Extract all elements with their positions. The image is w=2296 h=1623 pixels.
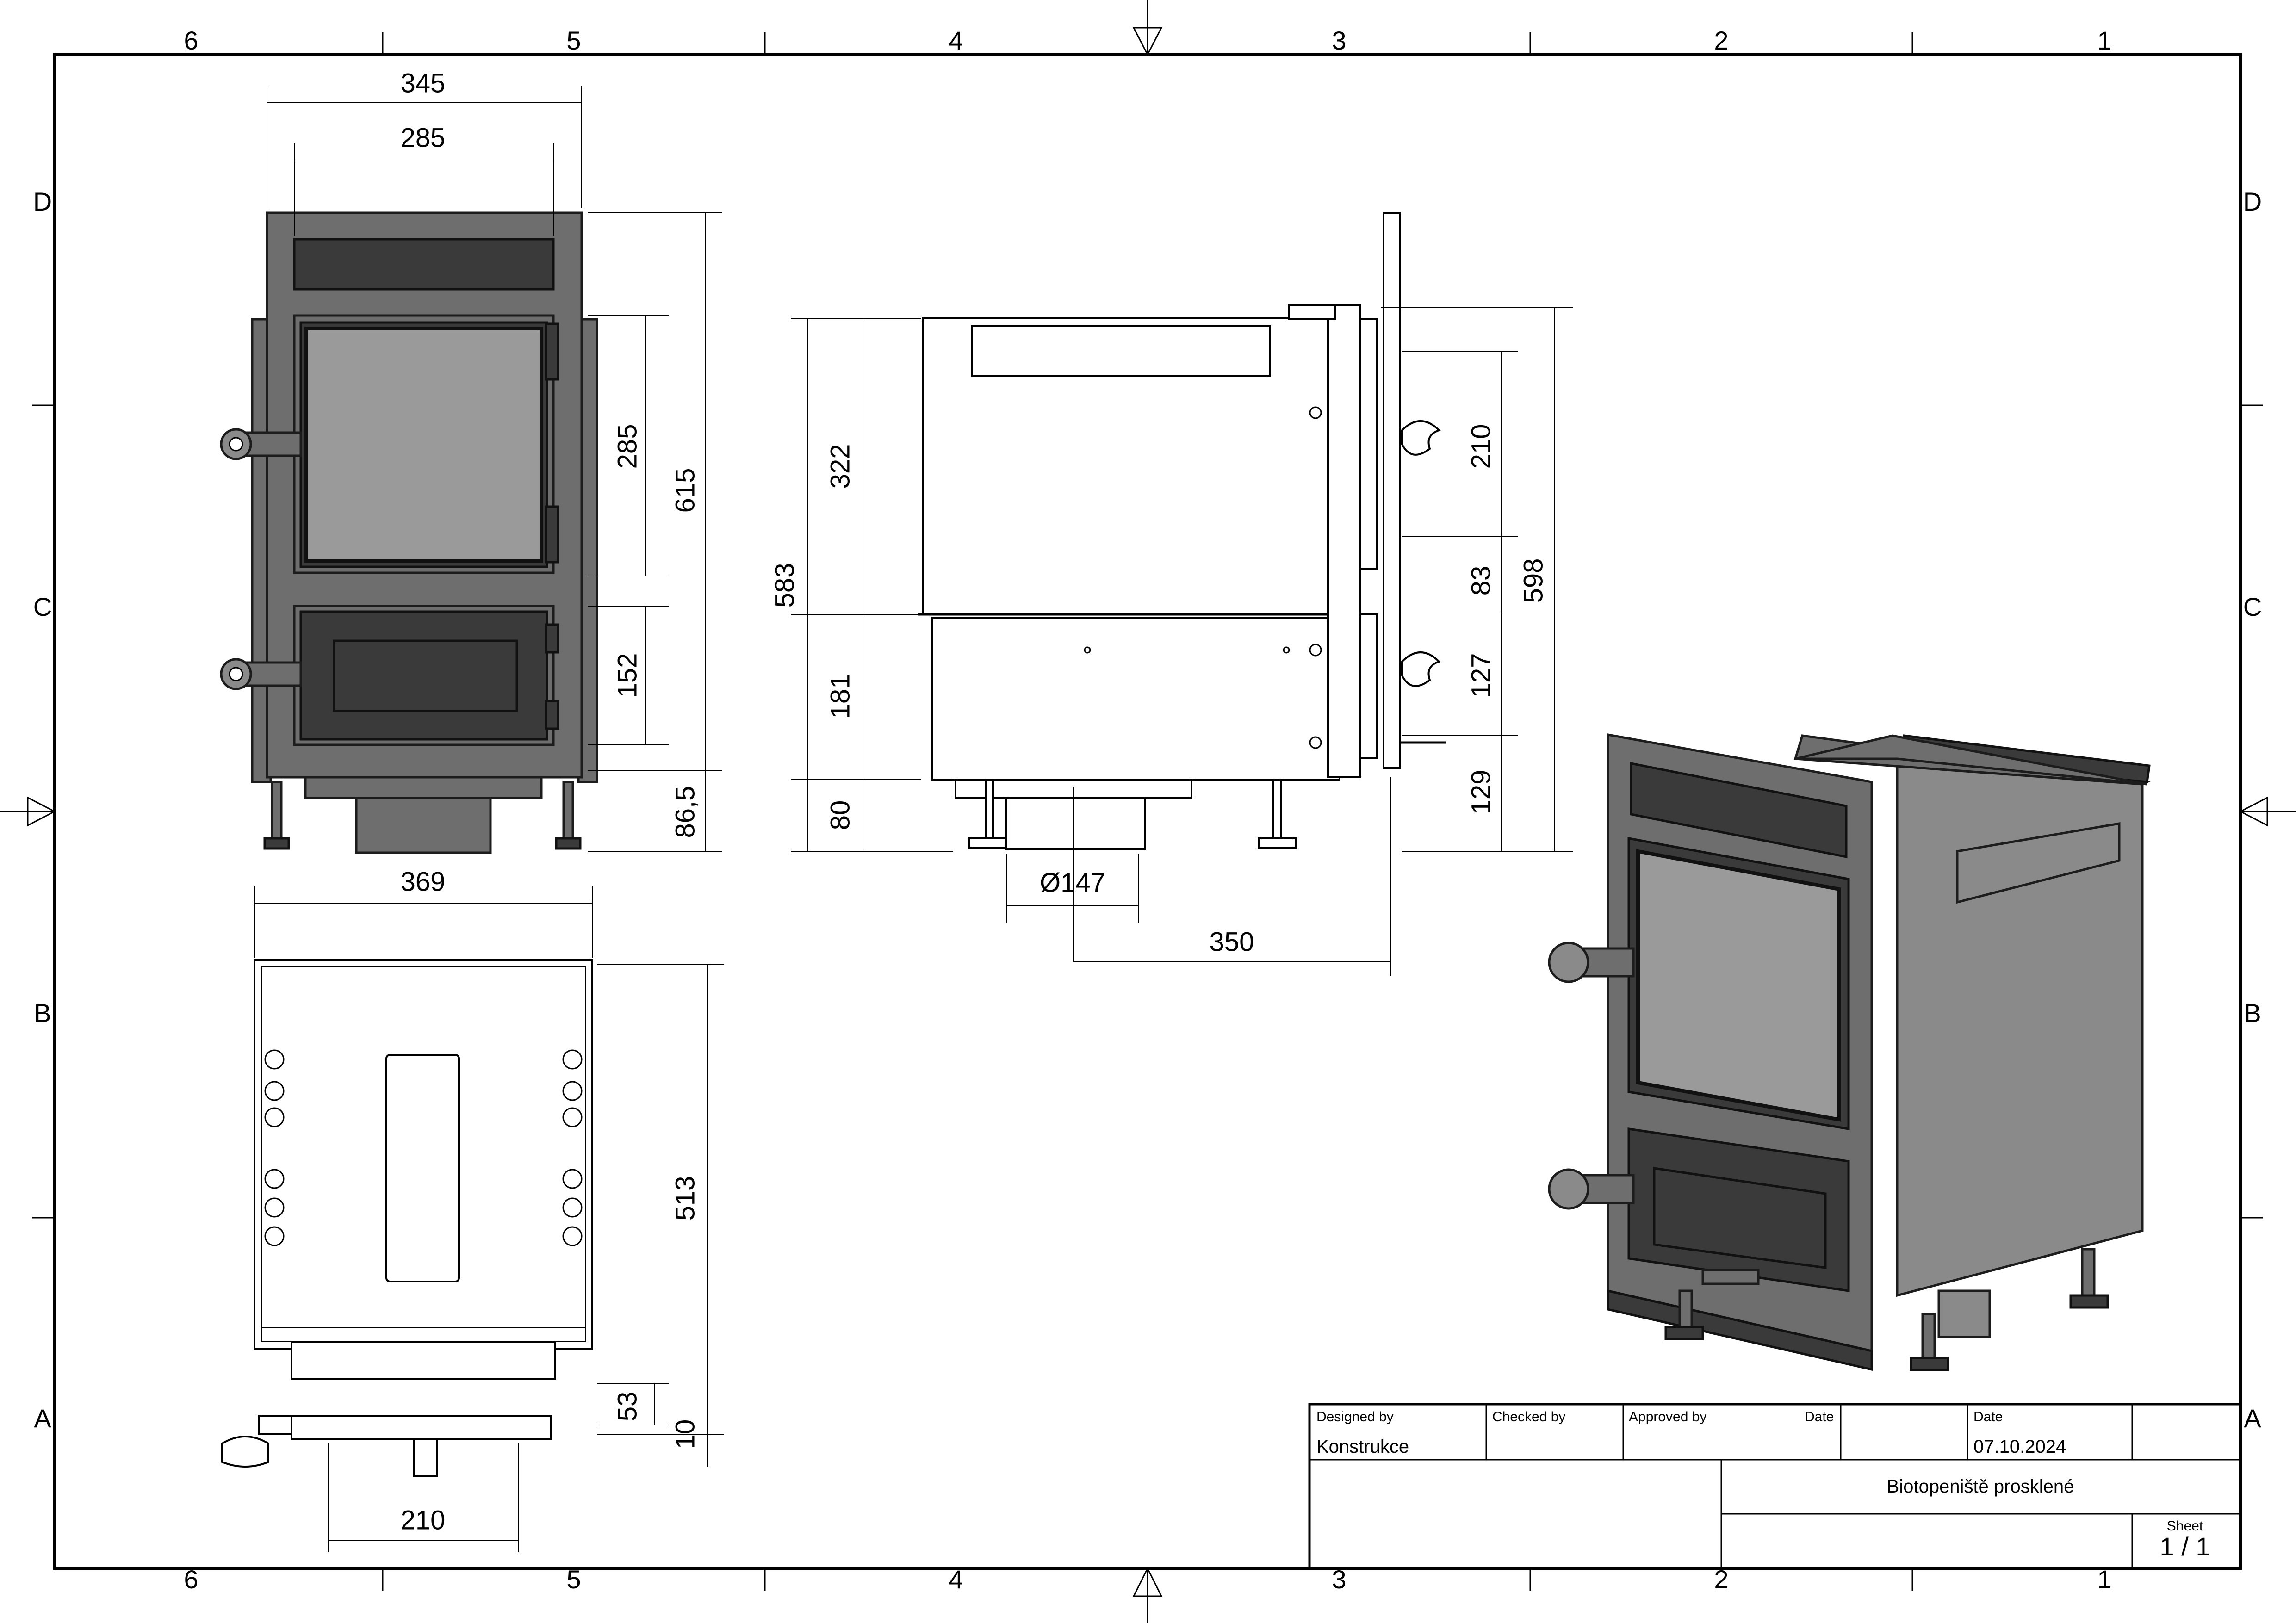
zone-row-c: C (33, 592, 52, 621)
zone-col-6-bottom: 6 (184, 1565, 198, 1594)
iso-lower-handle-icon (1548, 1168, 1635, 1210)
top-flue-opening (385, 1054, 460, 1282)
title-block-sheet-value: 1 / 1 (2160, 1532, 2210, 1561)
dim-front-door-height: 285 (612, 424, 642, 469)
title-block: Designed by Konstrukce Checked by Approv… (1308, 1403, 2242, 1570)
dim-side-depth: 350 (1210, 927, 1254, 957)
zone-row-d: D (33, 187, 52, 216)
side-view-dimensions: 322 583 181 80 Ø147 350 210 83 127 129 5… (769, 307, 1573, 976)
zone-col-5: 5 (566, 26, 581, 55)
zone-col-2: 2 (1714, 26, 1728, 55)
title-block-title: Biotopeniště prosklené (1887, 1476, 2074, 1497)
zone-col-5-bottom: 5 (566, 1565, 581, 1594)
zone-row-d-right: D (2243, 187, 2262, 216)
dim-side-upper-height: 322 (825, 444, 855, 489)
center-mark-top-icon (1132, 0, 1163, 56)
dim-top-step: 53 (612, 1392, 642, 1422)
top-view-dimensions: 369 513 53 10 210 (254, 867, 724, 1552)
iso-top-vent (1630, 762, 1848, 859)
dim-side-leg-height: 80 (825, 800, 855, 830)
dim-top-depth: 513 (670, 1176, 700, 1221)
front-view-dimensions: 345 285 285 615 152 86,5 (267, 68, 722, 852)
title-block-sheet-label: Sheet (2167, 1518, 2203, 1534)
dim-side-gap: 83 (1466, 566, 1496, 596)
zone-col-3: 3 (1332, 26, 1346, 55)
front-top-vent (293, 238, 555, 291)
dim-side-ash-height: 127 (1466, 653, 1496, 698)
center-mark-bottom-icon (1132, 1567, 1163, 1623)
dim-side-glass-height: 210 (1466, 424, 1496, 469)
title-block-designed-by-label: Designed by (1316, 1409, 1394, 1425)
zone-row-a-right: A (2244, 1404, 2261, 1433)
title-block-date-value: 07.10.2024 (1973, 1437, 2066, 1457)
front-view (220, 211, 598, 854)
side-upper-handle-icon (1401, 420, 1441, 456)
zone-row-b: B (34, 998, 51, 1028)
dim-top-width: 369 (401, 867, 446, 897)
dim-side-bottom-height: 129 (1466, 770, 1496, 815)
center-mark-right-icon (2239, 796, 2296, 827)
zone-col-4-bottom: 4 (949, 1565, 963, 1594)
dim-side-total-height: 583 (769, 563, 800, 608)
dim-front-leg-height: 86,5 (670, 786, 700, 838)
side-lower-handle-icon (1401, 651, 1441, 687)
title-block-checked-by-label: Checked by (1492, 1409, 1565, 1425)
top-view (221, 959, 593, 1477)
side-view (918, 212, 1446, 850)
dim-top-plate: 10 (670, 1419, 700, 1450)
title-block-date-label-2: Date (1973, 1409, 2003, 1425)
zone-col-6: 6 (184, 26, 198, 55)
front-lower-handle-icon (220, 658, 302, 690)
dim-side-overall-height: 598 (1518, 558, 1548, 603)
dim-front-width-outer: 345 (401, 68, 446, 98)
iso-upper-handle-icon (1548, 942, 1635, 983)
center-mark-left-icon (0, 796, 56, 827)
dim-top-flue-width: 210 (401, 1505, 446, 1535)
dim-side-lower-height: 181 (825, 674, 855, 719)
front-upper-handle-icon (220, 428, 302, 460)
isometric-view (1548, 733, 2151, 1371)
dim-front-ash-door-height: 152 (612, 653, 642, 698)
title-block-approved-by-label: Approved by (1629, 1409, 1706, 1425)
dim-front-total-height: 615 (670, 468, 700, 513)
top-handle-icon (221, 1436, 269, 1468)
front-glass-window (304, 327, 543, 563)
dim-front-width-inner: 285 (401, 123, 446, 153)
zone-col-4: 4 (949, 26, 963, 55)
zone-row-c-right: C (2243, 592, 2262, 621)
dim-side-flue-diameter: Ø147 (1040, 867, 1105, 898)
zone-row-b-right: B (2244, 998, 2261, 1028)
zone-row-a: A (34, 1404, 51, 1433)
title-block-date-label-1: Date (1805, 1409, 1834, 1425)
title-block-designed-by-value: Konstrukce (1316, 1437, 1409, 1457)
zone-col-1: 1 (2097, 26, 2111, 55)
iso-glass-window (1636, 849, 1841, 1122)
